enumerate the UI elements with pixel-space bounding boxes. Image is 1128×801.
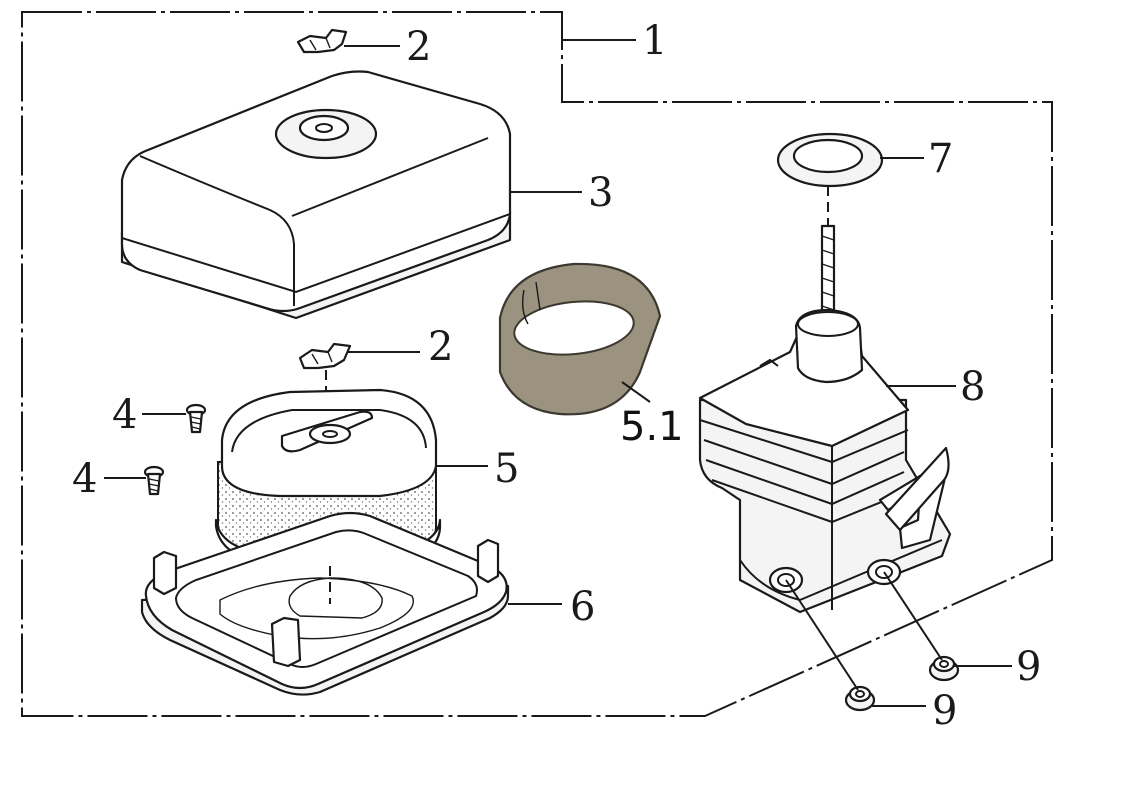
air-cleaner-cover-icon xyxy=(120,70,512,320)
callout-2-mid: 2 xyxy=(428,324,453,370)
callout-4-bottom: 4 xyxy=(72,456,97,502)
gasket-ring-icon xyxy=(776,132,884,188)
callout-6: 6 xyxy=(570,584,595,630)
callout-5-1: 5.1 xyxy=(620,404,684,450)
leader-lines xyxy=(104,39,1012,707)
callout-4-top: 4 xyxy=(112,392,137,438)
callout-3: 3 xyxy=(588,170,613,216)
filter-base-plate-icon xyxy=(140,511,510,696)
callout-1: 1 xyxy=(642,18,667,64)
wing-nut-icon xyxy=(298,342,352,370)
air-cleaner-case-icon xyxy=(698,224,952,614)
flange-nut-icon xyxy=(844,685,876,712)
callout-9-bottom: 9 xyxy=(932,688,957,734)
callout-9-right: 9 xyxy=(1016,644,1041,690)
callout-5: 5 xyxy=(494,446,519,492)
foam-pre-filter-icon xyxy=(498,262,662,416)
flange-nut-icon xyxy=(928,655,960,682)
callout-8: 8 xyxy=(960,364,985,410)
wing-nut-icon xyxy=(296,28,348,54)
callout-7: 7 xyxy=(928,136,953,182)
assembly-boundary xyxy=(21,11,1053,717)
screw-icon xyxy=(143,465,165,496)
callout-2-top: 2 xyxy=(406,24,431,70)
screw-icon xyxy=(185,403,207,434)
